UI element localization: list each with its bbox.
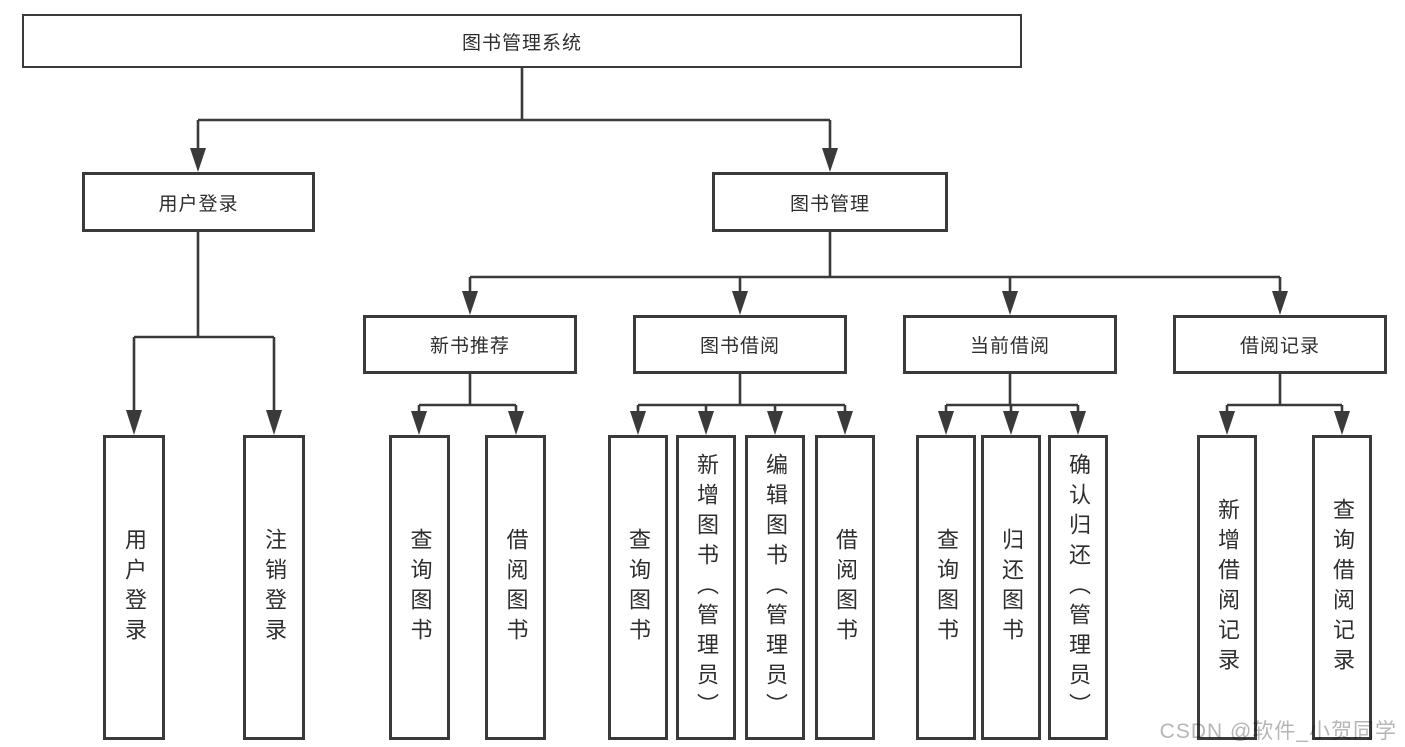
- leaf-add-book-admin-label: 新增图书（管理员）: [694, 452, 719, 723]
- leaf-add-borrow-record-label: 新增借阅记录: [1215, 497, 1240, 678]
- node-current-borrowing: 当前借阅: [903, 315, 1117, 374]
- leaf-current-query-books-label: 查询图书: [934, 527, 959, 648]
- connector-borrow-records-to-leaves: [1219, 374, 1350, 435]
- leaf-return-books: 归还图书: [981, 435, 1041, 740]
- connector-book-management-to-level3: [462, 232, 1288, 315]
- node-user-login-label: 用户登录: [158, 193, 239, 215]
- leaf-user-login-label: 用户登录: [122, 527, 147, 648]
- leaf-recommend-query-books-label: 查询图书: [407, 527, 433, 648]
- connector-root-to-level2: [190, 68, 838, 172]
- leaf-edit-book-admin-label: 编辑图书（管理员）: [763, 452, 788, 723]
- leaf-logout: 注销登录: [243, 435, 305, 740]
- leaf-borrowing-borrow-books: 借阅图书: [815, 435, 875, 740]
- node-book-management: 图书管理: [712, 172, 948, 232]
- node-user-login: 用户登录: [82, 172, 315, 232]
- node-borrow-records-label: 借阅记录: [1239, 336, 1320, 357]
- node-current-borrowing-label: 当前借阅: [969, 336, 1050, 357]
- node-book-management-label: 图书管理: [789, 193, 870, 215]
- leaf-borrowing-borrow-books-label: 借阅图书: [833, 527, 858, 648]
- node-library-system-label: 图书管理系统: [461, 32, 582, 54]
- leaf-user-login: 用户登录: [103, 435, 165, 740]
- leaf-borrowing-query-books: 查询图书: [608, 435, 668, 740]
- node-borrow-records: 借阅记录: [1173, 315, 1387, 374]
- node-book-borrowing-label: 图书借阅: [699, 336, 780, 357]
- leaf-recommend-borrow-books: 借阅图书: [485, 435, 546, 740]
- leaf-logout-label: 注销登录: [262, 527, 287, 648]
- leaf-query-borrow-record: 查询借阅记录: [1312, 435, 1372, 740]
- leaf-edit-book-admin: 编辑图书（管理员）: [745, 435, 805, 740]
- leaf-borrowing-query-books-label: 查询图书: [626, 527, 651, 648]
- node-new-book-recommend-label: 新书推荐: [429, 336, 510, 357]
- leaf-confirm-return-admin-label: 确认归还（管理员）: [1066, 452, 1091, 723]
- leaf-add-borrow-record: 新增借阅记录: [1197, 435, 1257, 740]
- connector-book-borrowing-to-leaves: [630, 374, 853, 435]
- node-book-borrowing: 图书借阅: [633, 315, 847, 374]
- node-library-system: 图书管理系统: [22, 14, 1022, 68]
- leaf-recommend-query-books: 查询图书: [389, 435, 450, 740]
- node-new-book-recommend: 新书推荐: [363, 315, 577, 374]
- leaf-confirm-return-admin: 确认归还（管理员）: [1048, 435, 1108, 740]
- leaf-query-borrow-record-label: 查询借阅记录: [1330, 497, 1355, 678]
- connector-new-book-recommend-to-leaves: [411, 374, 524, 435]
- leaf-add-book-admin: 新增图书（管理员）: [676, 435, 736, 740]
- connector-user-login-to-leaves: [126, 232, 282, 435]
- leaf-return-books-label: 归还图书: [999, 527, 1024, 648]
- leaf-current-query-books: 查询图书: [916, 435, 976, 740]
- leaf-recommend-borrow-books-label: 借阅图书: [503, 527, 529, 648]
- connector-current-borrowing-to-leaves: [938, 374, 1086, 435]
